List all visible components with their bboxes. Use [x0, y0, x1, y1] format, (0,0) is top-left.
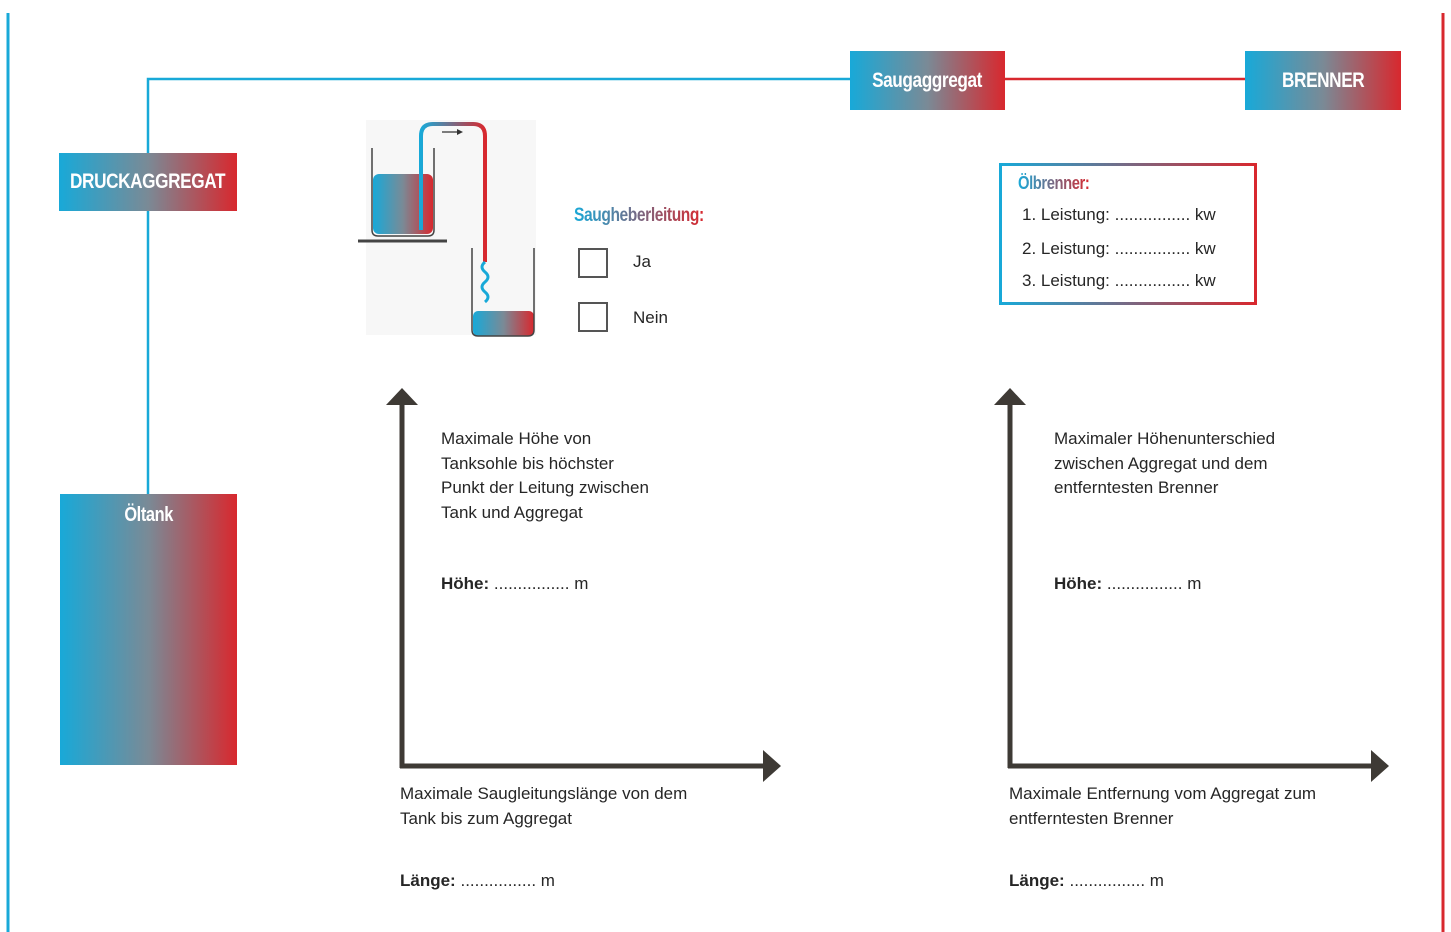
- druckaggregat-box: DRUCKAGGREGAT: [59, 153, 237, 211]
- burner-power-1: 1. Leistung: ................ kw: [1022, 205, 1216, 224]
- right-length-field: Länge: ................ m: [1009, 869, 1164, 894]
- right-y-line-2: zwischen Aggregat und dem: [1054, 453, 1268, 473]
- left-x-line-1: Maximale Saugleitungslänge von dem: [400, 784, 688, 803]
- right-length-label: Länge:: [1009, 871, 1065, 890]
- right-height-field: Höhe: ................ m: [1054, 572, 1201, 597]
- right-height-label: Höhe:: [1054, 574, 1103, 593]
- oeltank-box: Öltank: [60, 494, 237, 765]
- right-length-value: ................ m: [1069, 871, 1164, 890]
- siphon-illustration: [358, 120, 536, 337]
- saugaggregat-label: Saugaggregat: [872, 68, 983, 92]
- left-y-line-3: Punkt der Leitung zwischen: [441, 478, 649, 497]
- left-y-line-4: Tank und Aggregat: [441, 502, 583, 522]
- siphon-no-label: Nein: [633, 308, 668, 327]
- left-length-label: Länge:: [400, 871, 456, 890]
- left-y-line-1: Maximale Höhe von: [441, 429, 592, 448]
- left-y-line-2: Tanksohle bis höchster: [441, 453, 614, 473]
- burner-panel-title: Ölbrenner:: [1018, 173, 1090, 193]
- siphon-yes-checkbox[interactable]: [578, 248, 608, 278]
- left-x-line-2: Tank bis zum Aggregat: [400, 808, 572, 828]
- right-y-description: Maximaler Höhenunterschied zwischen Aggr…: [1054, 427, 1275, 501]
- burner-power-3: 3. Leistung: ................ kw: [1022, 271, 1216, 290]
- left-length-field: Länge: ................ m: [400, 869, 555, 894]
- outer-frame: [6, 11, 1445, 932]
- right-x-line-2: entferntesten Brenner: [1009, 808, 1174, 828]
- siphon-title: Saugheberleitung:: [574, 205, 704, 226]
- siphon-yes-label: Ja: [633, 252, 651, 271]
- left-height-value: ................ m: [493, 574, 589, 593]
- brenner-box: BRENNER: [1245, 51, 1401, 110]
- left-height-label: Höhe:: [441, 574, 490, 593]
- burner-power-2: 2. Leistung: ................ kw: [1022, 239, 1216, 258]
- left-x-description: Maximale Saugleitungslänge von dem Tank …: [400, 782, 687, 831]
- siphon-no-checkbox[interactable]: [578, 302, 608, 332]
- brenner-label: BRENNER: [1281, 68, 1365, 92]
- saugaggregat-box: Saugaggregat: [850, 51, 1005, 110]
- left-y-description: Maximale Höhe von Tanksohle bis höchster…: [441, 427, 649, 525]
- right-height-value: ................ m: [1106, 574, 1202, 593]
- right-axes: [994, 388, 1389, 782]
- right-x-description: Maximale Entfernung vom Aggregat zum ent…: [1009, 782, 1316, 831]
- left-height-field: Höhe: ................ m: [441, 572, 588, 597]
- right-y-line-1: Maximaler Höhenunterschied: [1054, 429, 1276, 448]
- druckaggregat-label: DRUCKAGGREGAT: [70, 170, 226, 193]
- burner-panel: [999, 163, 1257, 305]
- right-x-line-1: Maximale Entfernung vom Aggregat zum: [1009, 784, 1317, 803]
- right-y-line-3: entferntesten Brenner: [1054, 478, 1219, 497]
- oeltank-label: Öltank: [124, 504, 173, 526]
- left-length-value: ................ m: [460, 871, 555, 890]
- left-axes: [386, 388, 781, 782]
